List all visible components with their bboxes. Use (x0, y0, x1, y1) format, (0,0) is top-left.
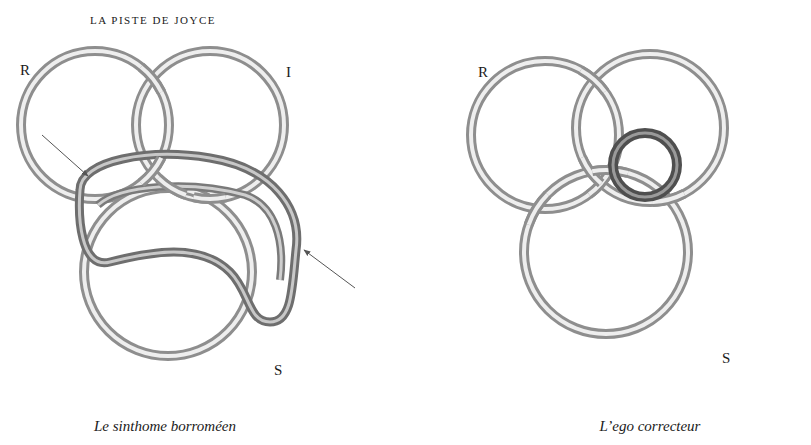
ring-over-shine (158, 178, 186, 195)
ring-over-shine (581, 70, 605, 91)
borromean-rings (471, 54, 724, 334)
borromean-rings (21, 51, 284, 356)
ring-over-shine (141, 67, 161, 92)
ring-r-shine (21, 51, 169, 199)
figure-caption: Le sinthome borroméen (40, 418, 290, 435)
ring-letter: R (20, 62, 30, 79)
ring-letter: I (286, 64, 291, 81)
pointer-arrow (42, 135, 88, 176)
ring-r-shine (471, 61, 619, 209)
ring-letter: S (274, 362, 282, 379)
ring-over-shine (529, 194, 548, 224)
ring-over-shine (193, 197, 225, 199)
sinthome-shine (79, 155, 296, 322)
ring-over (158, 178, 186, 195)
ring-r (471, 61, 619, 209)
ring-over (581, 70, 605, 91)
ring-r (21, 51, 169, 199)
ring-crossings (141, 67, 684, 225)
figure-caption: L’ego correcteur (530, 418, 770, 435)
sinthome-strand-shine (98, 186, 281, 280)
ego-ring (613, 133, 677, 197)
pointer-arrow (304, 250, 355, 288)
sinthome-loop (79, 155, 296, 322)
ring-over (141, 67, 161, 92)
ring-letter: S (722, 350, 730, 367)
ring-over (193, 197, 225, 199)
sinthome-ring (79, 155, 296, 322)
ring-over (529, 194, 548, 224)
page-title: LA PISTE DE JOYCE (90, 14, 216, 26)
ego-ring-shine (613, 133, 677, 197)
ring-letter: R (478, 64, 488, 81)
sinthome-strand (98, 186, 281, 280)
